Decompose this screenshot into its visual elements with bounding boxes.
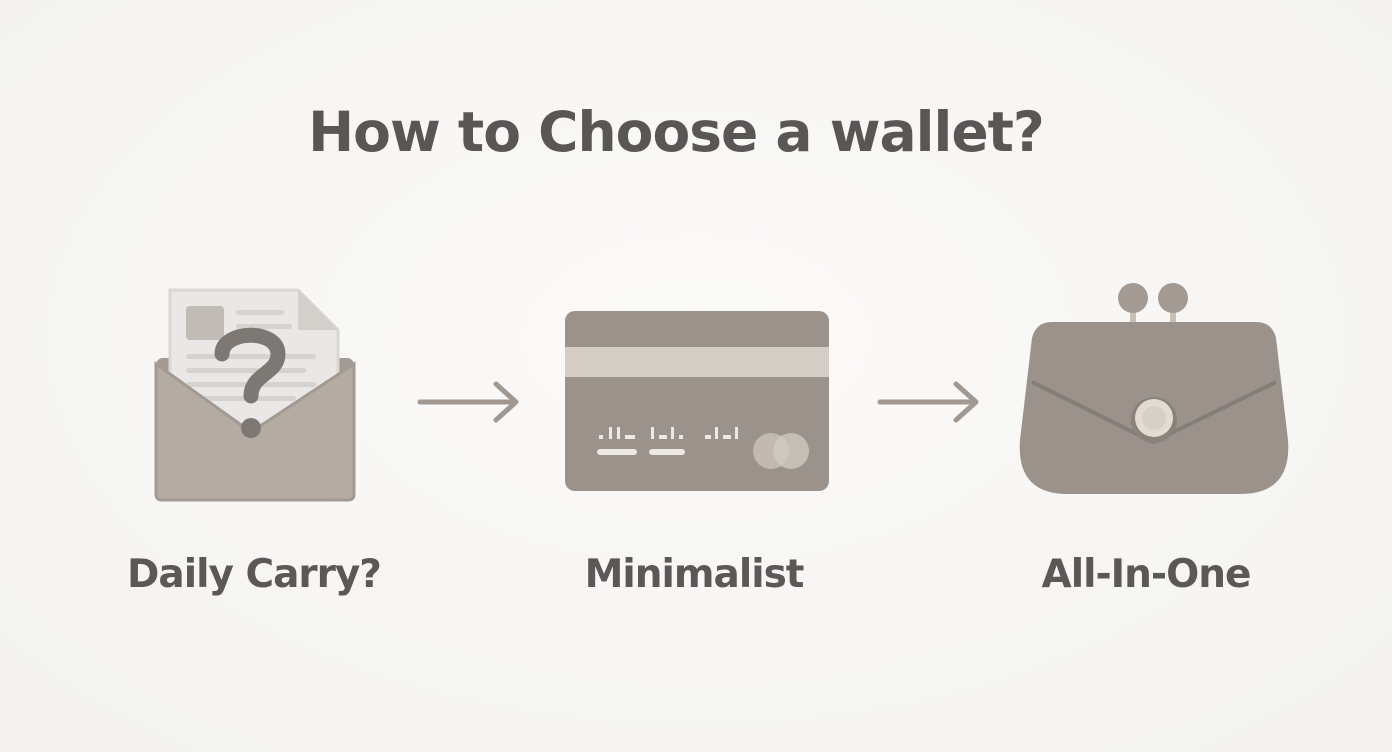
step-label-minimalist: Minimalist — [584, 552, 805, 597]
clasp-purse-icon — [1019, 283, 1289, 494]
credit-card-icon — [565, 311, 829, 491]
envelope-question-icon — [154, 288, 356, 502]
arrow-right-icon — [417, 381, 519, 423]
diagram-title: How to Choose a wallet? — [308, 100, 1045, 164]
step-label-all-in-one: All-In-One — [1041, 552, 1252, 597]
arrow-right-icon — [877, 381, 979, 423]
step-label-daily-carry: Daily Carry? — [127, 552, 382, 597]
